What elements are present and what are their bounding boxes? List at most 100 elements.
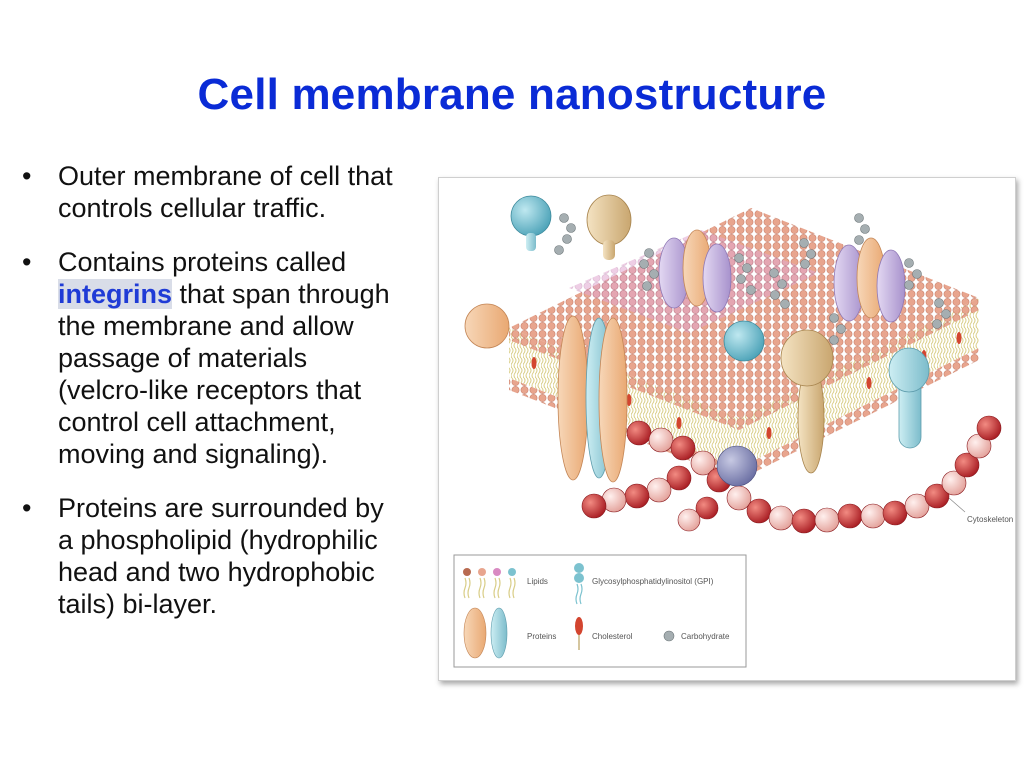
cholesterol-swatch-body (575, 617, 583, 635)
bullet-marker: • (22, 493, 32, 523)
cytoskeleton (581, 415, 1002, 534)
gpi-anchored-protein (723, 320, 765, 362)
cytoskeleton-bead (648, 427, 674, 453)
lipid-head-swatch (493, 568, 501, 576)
cytoskeleton-callout-line (948, 497, 966, 513)
cytoskeleton-label: Cytoskeleton (967, 515, 1013, 524)
cytoskeleton-bead (581, 493, 607, 519)
legend-lipids-swatch (463, 568, 516, 599)
cholesterol-molecule (866, 377, 872, 389)
carbohydrate-bead (770, 290, 780, 300)
carbohydrate-bead (554, 245, 564, 255)
carbohydrate-bead (836, 324, 846, 334)
carbohydrate-bead (799, 238, 809, 248)
carbohydrate-bead (736, 274, 746, 284)
carbohydrate-chains (554, 213, 951, 345)
carbohydrate-bead (734, 253, 744, 263)
lipid-head-swatch (508, 568, 516, 576)
gpi-anchored-protein (510, 195, 552, 237)
carbohydrate-bead (746, 285, 756, 295)
multi-pass-protein (702, 243, 732, 313)
cytoskeleton-bead (666, 465, 692, 491)
carbohydrate-bead (649, 269, 659, 279)
bullet-text: Outer membrane of cell that controls cel… (58, 161, 393, 223)
cytoskeleton-bead (768, 505, 794, 531)
glycoprotein (586, 194, 632, 246)
legend-gpi-label: Glycosylphosphatidylinositol (GPI) (592, 577, 714, 586)
carbohydrate-bead (860, 224, 870, 234)
carbohydrate-bead (912, 269, 922, 279)
carbohydrate-bead (769, 268, 779, 278)
carbohydrate-bead (777, 279, 787, 289)
lipid-tail-swatch (463, 577, 516, 599)
bullet-text-post: that span through the membrane and allow… (58, 279, 390, 469)
cytoskeleton-bead (791, 508, 817, 534)
gpi-swatch-tail (575, 583, 583, 605)
channel-protein-head (780, 329, 834, 387)
legend-cholesterol-swatch (575, 617, 583, 650)
cytoskeleton-bead (924, 483, 950, 509)
cytoskeleton-bead (941, 470, 967, 496)
lipid-head-swatch (478, 568, 486, 576)
carbohydrate-bead (742, 263, 752, 273)
legend-carbohydrate-label: Carbohydrate (681, 632, 730, 641)
bullet-item: • Contains proteins called integrins tha… (22, 246, 402, 470)
bullet-item: • Proteins are surrounded by a phospholi… (22, 492, 402, 620)
bullet-marker: • (22, 161, 32, 191)
legend-lipids-label: Lipids (527, 577, 548, 586)
legend-protein-blue-swatch (490, 607, 508, 659)
carbohydrate-bead (780, 299, 790, 309)
membrane-figure: Cytoskeleton Lipids Glycosylphosphatidyl… (438, 177, 1016, 681)
legend-carbohydrate-swatch (663, 630, 675, 642)
receptor-protein-head (888, 347, 930, 393)
slide-title: Cell membrane nanostructure (197, 70, 827, 119)
cholesterol-molecule (531, 357, 537, 369)
bullet-list: • Outer membrane of cell that controls c… (22, 160, 402, 642)
cytoskeleton-bead (746, 498, 772, 524)
lipid-head-swatch (463, 568, 471, 576)
cytoskeleton-bead (726, 485, 752, 511)
cytoskeleton-bead (626, 420, 652, 446)
peripheral-protein (716, 445, 758, 487)
cytoskeleton-bead (677, 508, 701, 532)
carbohydrate-bead (904, 258, 914, 268)
carbohydrate-bead (639, 259, 649, 269)
cytoskeleton-bead (837, 503, 863, 529)
bullet-text: Proteins are surrounded by a phospholipi… (58, 493, 384, 619)
integrins-highlight: integrins (58, 279, 173, 309)
carbohydrate-bead (806, 249, 816, 259)
cytoskeleton-bead (695, 496, 719, 520)
carbohydrate-bead (854, 213, 864, 223)
cytoskeleton-bead (904, 493, 930, 519)
cytoskeleton-bead (646, 477, 672, 503)
cholesterol-molecule (766, 427, 772, 439)
cytoskeleton-bead (670, 435, 696, 461)
cholesterol-molecule (626, 394, 632, 406)
carbohydrate-bead (854, 235, 864, 245)
cytoskeleton-bead (690, 450, 716, 476)
bullet-item: • Outer membrane of cell that controls c… (22, 160, 402, 224)
carbohydrate-bead (829, 335, 839, 345)
carbohydrate-bead (800, 259, 810, 269)
carbohydrate-bead (941, 309, 951, 319)
legend-protein-orange-swatch (463, 607, 487, 659)
cytoskeleton-bead (860, 503, 886, 529)
cytoskeleton-bead (954, 452, 980, 478)
cholesterol-molecule (956, 332, 962, 344)
carbohydrate-bead (904, 280, 914, 290)
carbohydrate-bead (829, 313, 839, 323)
multi-pass-protein (876, 249, 906, 323)
cholesterol-molecule (676, 417, 682, 429)
carbohydrate-bead (642, 281, 652, 291)
cytoskeleton-bead (882, 500, 908, 526)
cytoskeleton-bead (624, 483, 650, 509)
legend-cholesterol-label: Cholesterol (592, 632, 633, 641)
integrin-protein (598, 317, 628, 483)
gpi-swatch-bead (574, 563, 584, 573)
cytoskeleton-bead (814, 507, 840, 533)
figure-legend: Lipids Glycosylphosphatidylinositol (GPI… (453, 554, 747, 668)
gpi-anchor (526, 233, 536, 251)
integrin-protein (557, 315, 589, 481)
membrane-diagram: Cytoskeleton Lipids Glycosylphosphatidyl… (453, 194, 1013, 668)
